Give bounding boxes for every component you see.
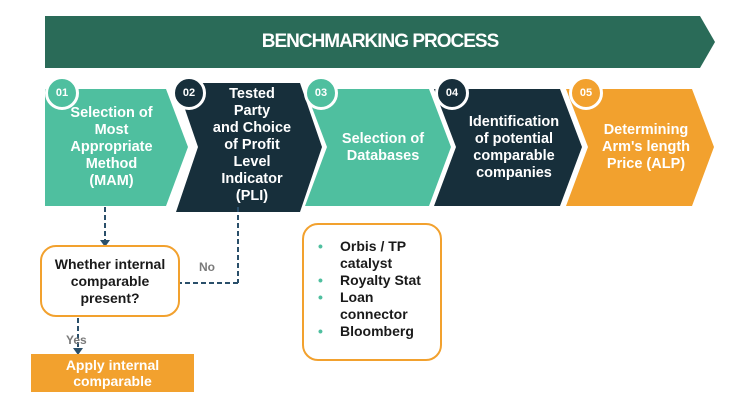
decision-line: present? [80,289,140,306]
step-2-line: (PLI) [235,188,269,204]
no-label: No [199,260,215,274]
database-line: catalyst [340,255,393,271]
step-3-line: Selection of [341,130,425,147]
databases-box: • Orbis / TP catalyst • Royalty Stat • L… [302,223,442,361]
step-5-badge: 05 [569,76,603,110]
step-5-line: Arm's length [601,139,691,155]
step-1-text: Selection of Most Appropriate Method (MA… [70,105,152,190]
database-item: • Royalty Stat [318,272,421,289]
database-item: • Bloomberg [318,323,421,340]
bullet-icon: • [318,238,323,254]
step-3-badge: 03 [304,76,338,110]
step-2-line: Level [233,154,271,170]
step-4-line: comparable [473,147,555,164]
step-4-badge: 04 [435,76,469,110]
step-2-badge: 02 [172,76,206,110]
bullet-icon: • [318,289,323,305]
database-line: connector [340,306,408,322]
step-2-line: Indicator [221,171,283,187]
step-3-line: Databases [346,147,420,164]
step-4-chevron: Identification of potential comparable c… [434,89,582,206]
step-2-line: Party [233,103,271,119]
yes-label: Yes [66,333,87,347]
step-2-line: Tested [229,86,275,102]
step-1-line: Most [94,122,129,138]
step-2-line: and Choice [212,120,292,136]
step-4-line: Identification [468,113,560,130]
bullet-icon: • [318,323,323,339]
database-line: Loan [340,289,374,305]
step-4-line: companies [476,164,552,181]
databases-list: • Orbis / TP catalyst • Royalty Stat • L… [318,238,421,340]
decision-line: comparable [70,272,150,289]
step-3-chevron: Selection of Databases [305,89,451,206]
step-1-line: (MAM) [89,173,134,189]
process-title: BENCHMARKING PROCESS [261,31,500,52]
database-item: • Orbis / TP catalyst [318,238,421,272]
step-3-text: Selection of Databases [342,131,424,165]
step-1-line: Selection of [70,105,153,121]
step-2-text: Tested Party and Choice of Profit Level … [213,86,291,205]
step-5-line: Determining [603,122,689,138]
process-banner [45,16,715,68]
apply-internal-comparable-box: Apply internal comparable [31,354,194,392]
decision-box: Whether internal comparable present? [40,245,180,317]
step-1-badge: 01 [45,76,79,110]
step-4-line: of potential [474,130,554,147]
database-line: Orbis / TP [340,238,407,254]
bullet-icon: • [318,272,323,288]
database-item: • Loan connector [318,289,421,323]
decision-text: Whether internal comparable present? [55,256,165,307]
decision-line: Whether internal [54,255,166,272]
database-line: Bloomberg [340,323,414,339]
step-5-line: Price (ALP) [606,156,686,172]
apply-line: comparable [73,373,152,389]
apply-line: Apply internal [65,357,160,373]
step-5-text: Determining Arm's length Price (ALP) [602,122,690,173]
step-1-line: Appropriate [70,139,153,155]
step-1-line: Method [85,156,138,172]
step-2-line: of Profit [224,137,280,153]
step-4-text: Identification of potential comparable c… [469,114,559,182]
apply-text: Apply internal comparable [66,357,159,389]
database-line: Royalty Stat [340,272,421,288]
